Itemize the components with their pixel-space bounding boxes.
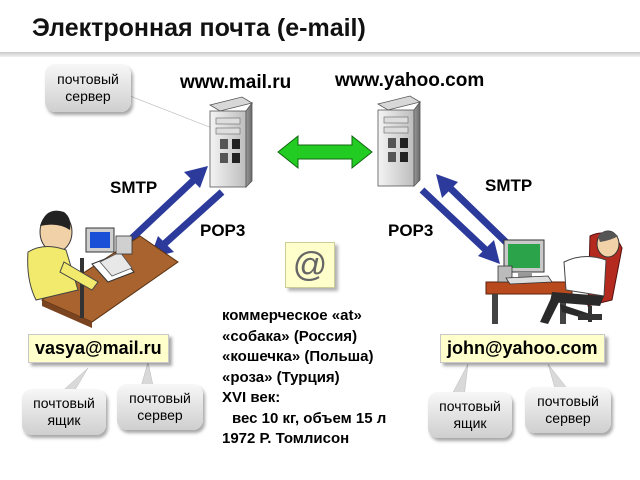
note-line: XVI век: [222, 389, 281, 406]
title-divider [0, 52, 640, 57]
callout-line: почтовый [33, 395, 95, 411]
at-symbol-icon: @ [285, 242, 335, 288]
smtp-left-arrow [127, 166, 208, 243]
pop3-label-left: POP3 [200, 221, 246, 240]
callout-line: ящик [47, 412, 81, 428]
callout-line: сервер [65, 88, 111, 104]
callout-line: сервер [545, 410, 591, 426]
host-label-left: www.mail.ru [180, 72, 292, 93]
callout-line: почтовый [57, 71, 119, 87]
pop3-label-right: POP3 [388, 221, 434, 240]
smtp-label-left: SMTP [110, 178, 158, 197]
server-left-icon [208, 96, 254, 188]
callout-line: ящик [453, 415, 487, 431]
note-line: «собака» (Россия) [222, 327, 358, 345]
pop3-right-arrow [419, 187, 500, 264]
page-title: Электронная почта (e-mail) [32, 14, 366, 42]
server-exchange-arrow [277, 134, 373, 170]
email-address-right: john@yahoo.com [440, 334, 605, 363]
note-line: «роза» (Турция) [222, 368, 340, 386]
email-address-left: vasya@mail.ru [28, 334, 169, 363]
left-user-illustration [27, 210, 179, 328]
callout-line: почтовый [537, 393, 599, 409]
at-symbol-notes: коммерческое «at» «собака» (Россия) «кош… [222, 306, 386, 450]
note-line: 1972 Р. Томлисон [222, 430, 350, 447]
note-line: «кошечка» (Польша) [222, 348, 374, 365]
callout-line: сервер [137, 407, 183, 423]
callout-line: почтовый [129, 390, 191, 406]
server-right-icon [376, 95, 422, 187]
right-user-illustration [485, 230, 623, 324]
note-line: коммерческое «at» [222, 307, 362, 324]
callout-pointer-top [119, 91, 213, 129]
smtp-label-right: SMTP [485, 176, 533, 195]
note-line: вес 10 кг, объем 15 л [232, 409, 387, 427]
host-label-right: www.yahoo.com [335, 70, 485, 91]
callout-line: почтовый [439, 398, 501, 414]
smtp-right-arrow [436, 174, 515, 251]
